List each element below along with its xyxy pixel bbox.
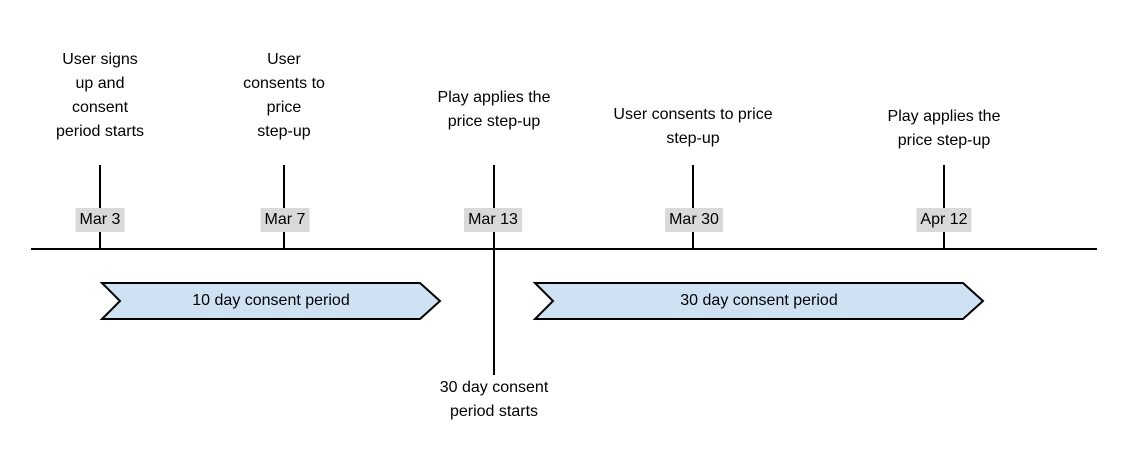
period-banner-label-30-day: 30 day consent period	[680, 292, 838, 309]
date-badge-mar-30: Mar 30	[665, 208, 723, 232]
date-badge-mar-7: Mar 7	[260, 208, 310, 232]
date-badge-apr-12: Apr 12	[916, 208, 972, 232]
event-label-apr-12: Play applies the price step-up	[887, 108, 1001, 149]
annotation-consent-period-starts: 30 day consent period starts	[439, 379, 549, 420]
date-badge-mar-13: Mar 13	[464, 208, 522, 232]
date-badge-mar-3: Mar 3	[75, 208, 125, 232]
event-label-mar-3: User signs up and consent period starts	[55, 51, 145, 140]
event-label-mar-13: Play applies the price step-up	[437, 89, 551, 130]
event-label-mar-30: User consents to price step-up	[613, 106, 773, 147]
event-label-mar-7: User consents to price step-up	[243, 51, 325, 140]
period-banner-shape-30-day	[532, 282, 985, 320]
period-banner-label-10-day: 10 day consent period	[192, 292, 350, 309]
period-banner-shape-10-day	[99, 282, 442, 320]
